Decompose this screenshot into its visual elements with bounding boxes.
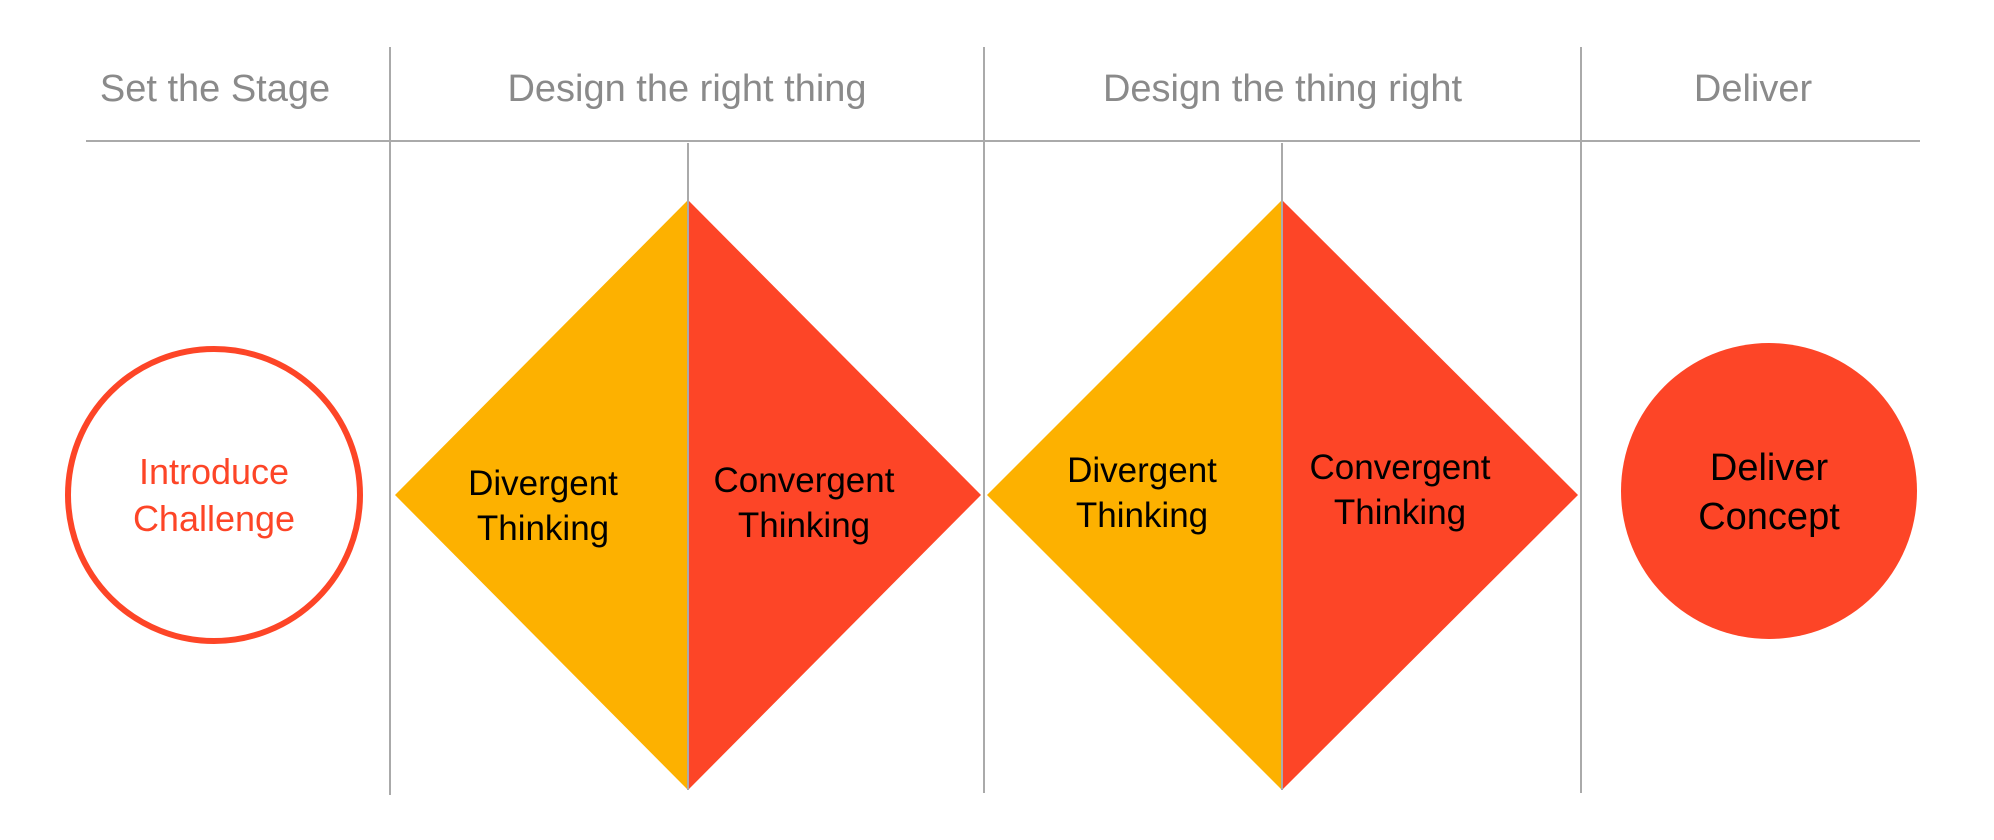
divergent-half [987, 200, 1282, 790]
label-line: Convergent [713, 461, 895, 500]
phase-label-deliver: Deliver [1693, 68, 1813, 110]
introduce-challenge-label: Introduce Challenge [64, 448, 364, 542]
deliver-concept-circle [1621, 343, 1917, 639]
label-line: Challenge [132, 498, 296, 539]
label-line: Thinking [737, 506, 871, 545]
label-line: Thinking [476, 509, 610, 548]
introduce-challenge-circle [65, 346, 363, 644]
phase-label-set-the-stage: Set the Stage [99, 68, 331, 110]
divergent-half [395, 200, 688, 790]
label-line: Divergent [1067, 451, 1217, 490]
label-line: Introduce [138, 451, 290, 492]
label-line: Concept [1698, 496, 1840, 538]
label-line: Deliver [1709, 447, 1829, 489]
divergent-thinking-label: Divergent Thinking [443, 461, 643, 551]
phase-label-design-thing-right: Design the thing right [1102, 68, 1463, 110]
label-line: Thinking [1333, 493, 1467, 532]
convergent-half [1282, 200, 1578, 790]
convergent-thinking-label: Convergent Thinking [1290, 445, 1510, 535]
convergent-half [688, 200, 981, 790]
convergent-thinking-label: Convergent Thinking [694, 458, 914, 548]
label-line: Convergent [1309, 448, 1491, 487]
phase-label-design-right-thing: Design the right thing [507, 68, 867, 110]
deliver-concept-label: Deliver Concept [1649, 444, 1889, 542]
label-line: Thinking [1075, 496, 1209, 535]
divergent-thinking-label: Divergent Thinking [1042, 448, 1242, 538]
label-line: Divergent [468, 464, 618, 503]
